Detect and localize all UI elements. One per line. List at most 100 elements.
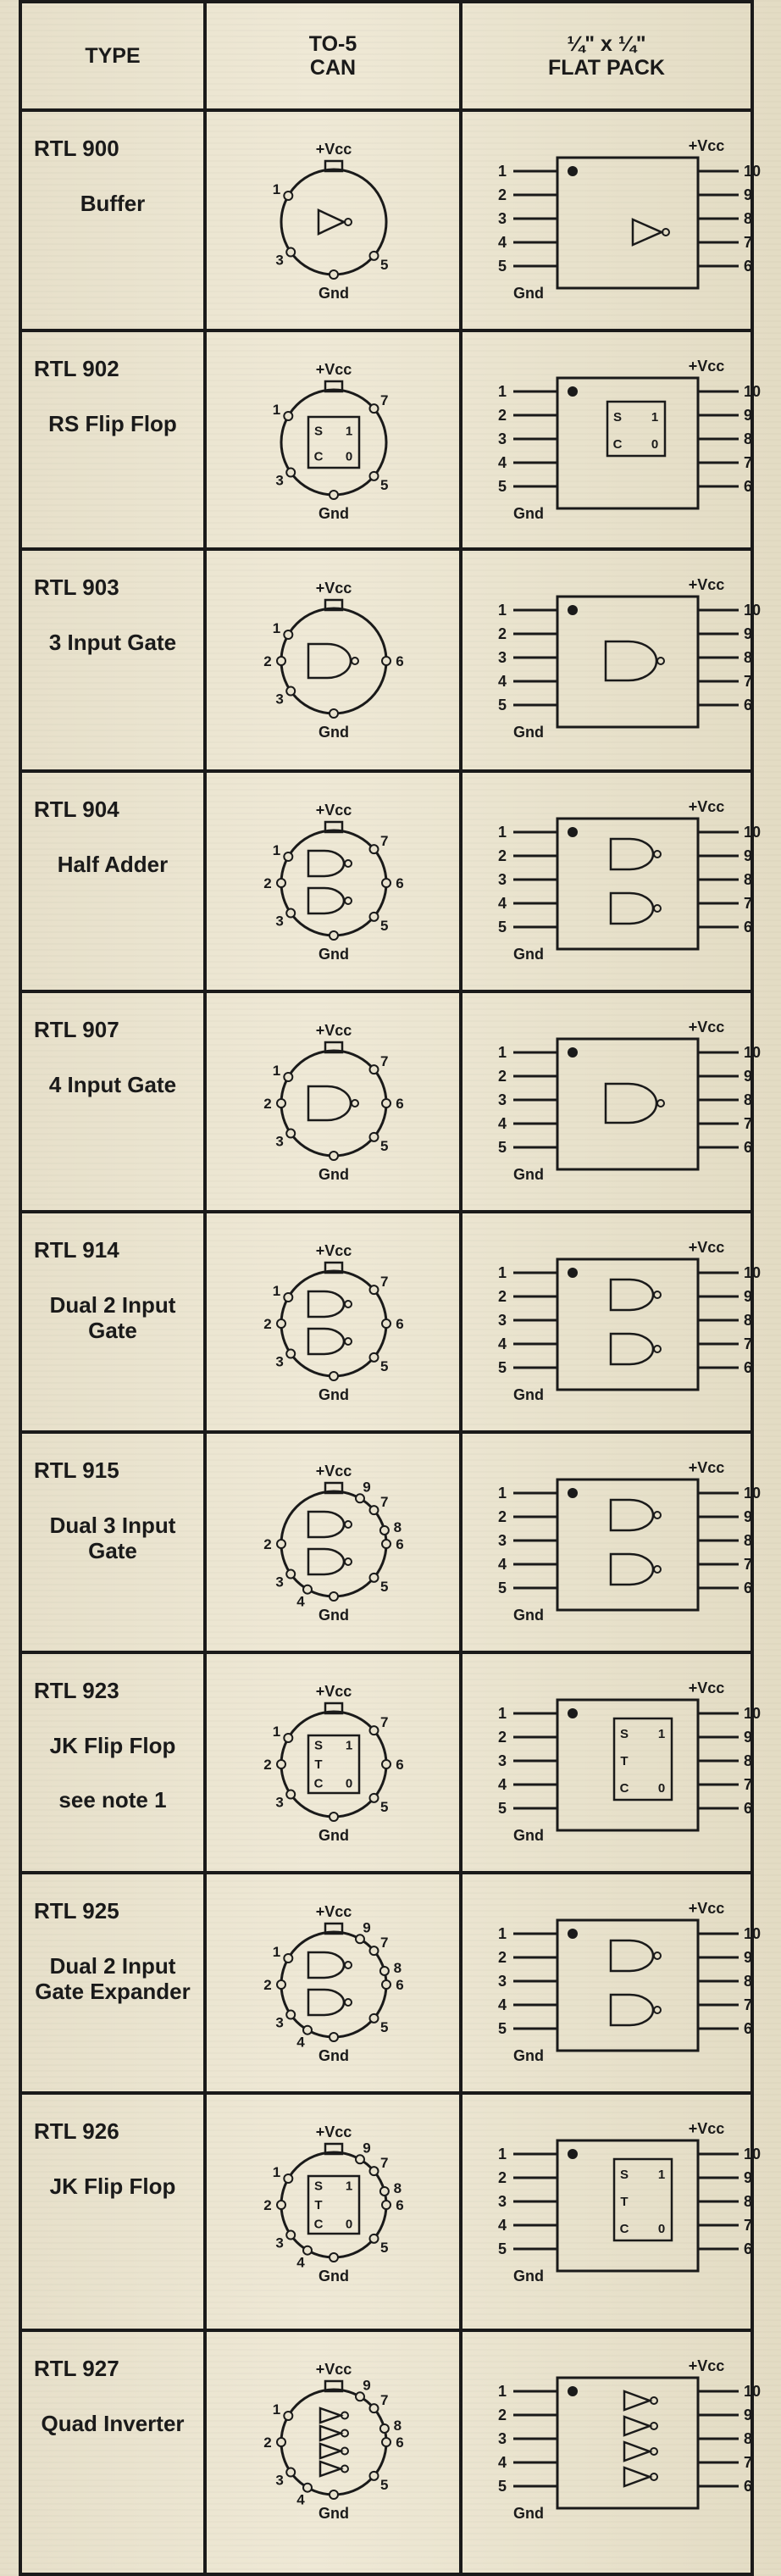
can-pin-label-7: 7 (380, 833, 388, 849)
can-pin-5 (368, 2470, 379, 2481)
can-pin-5 (368, 470, 379, 481)
can-logic (307, 849, 352, 915)
can-pin-label-3: 3 (275, 1574, 283, 1591)
vcc-label: +Vcc (689, 1019, 725, 1035)
vcc-label: +Vcc (689, 1900, 725, 1917)
part-description: Dual 3 Input Gate (49, 1513, 176, 1563)
vcc-label: +Vcc (316, 1022, 352, 1039)
part-number: RTL 923 (34, 1678, 119, 1703)
ff-label-qbar: 0 (346, 2218, 352, 2232)
flat-logic (604, 640, 665, 682)
output-bubble (341, 2446, 349, 2456)
flat-pin-label-10: 10 (744, 2383, 761, 2400)
flat-pack-body (556, 1037, 700, 1171)
can-outline (280, 607, 388, 715)
output-bubble (351, 1099, 359, 1108)
nor-gate-a (307, 849, 346, 878)
can-pin-5 (368, 1792, 379, 1803)
flat-pin-label-4: 4 (498, 2454, 507, 2471)
can-pin-8 (379, 2423, 390, 2434)
part-number: RTL 907 (34, 1017, 119, 1042)
gnd-label: Gnd (318, 946, 349, 963)
output-bubble (344, 1961, 352, 1969)
output-bubble (341, 2429, 349, 2438)
output-bubble (653, 1565, 662, 1574)
gnd-pin (329, 269, 339, 280)
flat-pin-label-8: 8 (744, 2193, 752, 2210)
output-bubble (653, 1291, 662, 1299)
flat-pin-label-5: 5 (498, 1579, 507, 1596)
gnd-pin (329, 2490, 339, 2500)
flat-pack-body (556, 1257, 700, 1391)
gnd-label: Gnd (318, 2268, 349, 2285)
part-description: Dual 2 Input Gate (49, 1292, 176, 1343)
can-pin-label-3: 3 (275, 2015, 283, 2031)
flat-pin-label-4: 4 (498, 673, 507, 690)
flat-pin-label-4: 4 (498, 454, 507, 471)
gnd-pin (329, 1371, 339, 1381)
flat-pin-label-8: 8 (744, 1532, 752, 1549)
output-bubble (351, 657, 359, 665)
vcc-label: +Vcc (316, 1463, 352, 1480)
can-pin-3 (285, 2229, 296, 2240)
flat-pin-label-7: 7 (744, 234, 752, 251)
can-pin-label-3: 3 (275, 253, 283, 269)
flat-pin-label-7: 7 (744, 1996, 752, 2013)
gnd-label: Gnd (318, 1166, 349, 1183)
ff-label-q: 1 (658, 2168, 665, 2182)
ff-label-c: C (620, 1781, 629, 1796)
can-pin-label-3: 3 (275, 913, 283, 930)
output-bubble (344, 218, 352, 226)
nor-gate-b (609, 1552, 655, 1586)
can-pin-2 (276, 1539, 286, 1549)
flat-pin-label-6: 6 (744, 1359, 752, 1376)
flat-pin-label-5: 5 (498, 1139, 507, 1156)
can-pin-4 (302, 2024, 313, 2035)
can-pin-label-7: 7 (380, 392, 388, 408)
gnd-pin (329, 1812, 339, 1822)
flat-pin-label-9: 9 (744, 186, 752, 203)
flat-pin-label-2: 2 (498, 407, 507, 424)
flat-pin-label-8: 8 (744, 210, 752, 227)
flat-pin-label-7: 7 (744, 454, 752, 471)
flat-pin-label-6: 6 (744, 478, 752, 495)
flat-pin-label-3: 3 (498, 2430, 507, 2447)
flat-pin-label-4: 4 (498, 2217, 507, 2234)
can-pin-1 (283, 2411, 294, 2421)
pin1-index-dot (568, 1708, 578, 1718)
buffer-triangle (623, 2440, 653, 2462)
flat-pin-label-8: 8 (744, 2430, 752, 2447)
pin1-index-dot (568, 827, 578, 837)
flat-pin-label-3: 3 (498, 2193, 507, 2210)
gnd-label: Gnd (513, 1386, 544, 1403)
flat-pack-body (556, 156, 700, 290)
can-pin-3 (285, 1128, 296, 1139)
flat-pin-label-3: 3 (498, 1752, 507, 1769)
ff-label-q: 1 (346, 2179, 352, 2193)
can-pin-1 (283, 852, 294, 862)
flat-pin-label-8: 8 (744, 871, 752, 888)
nor-gate-b (609, 891, 655, 925)
can-pin-label-5: 5 (380, 2240, 388, 2256)
flip-flop-box (606, 400, 667, 458)
